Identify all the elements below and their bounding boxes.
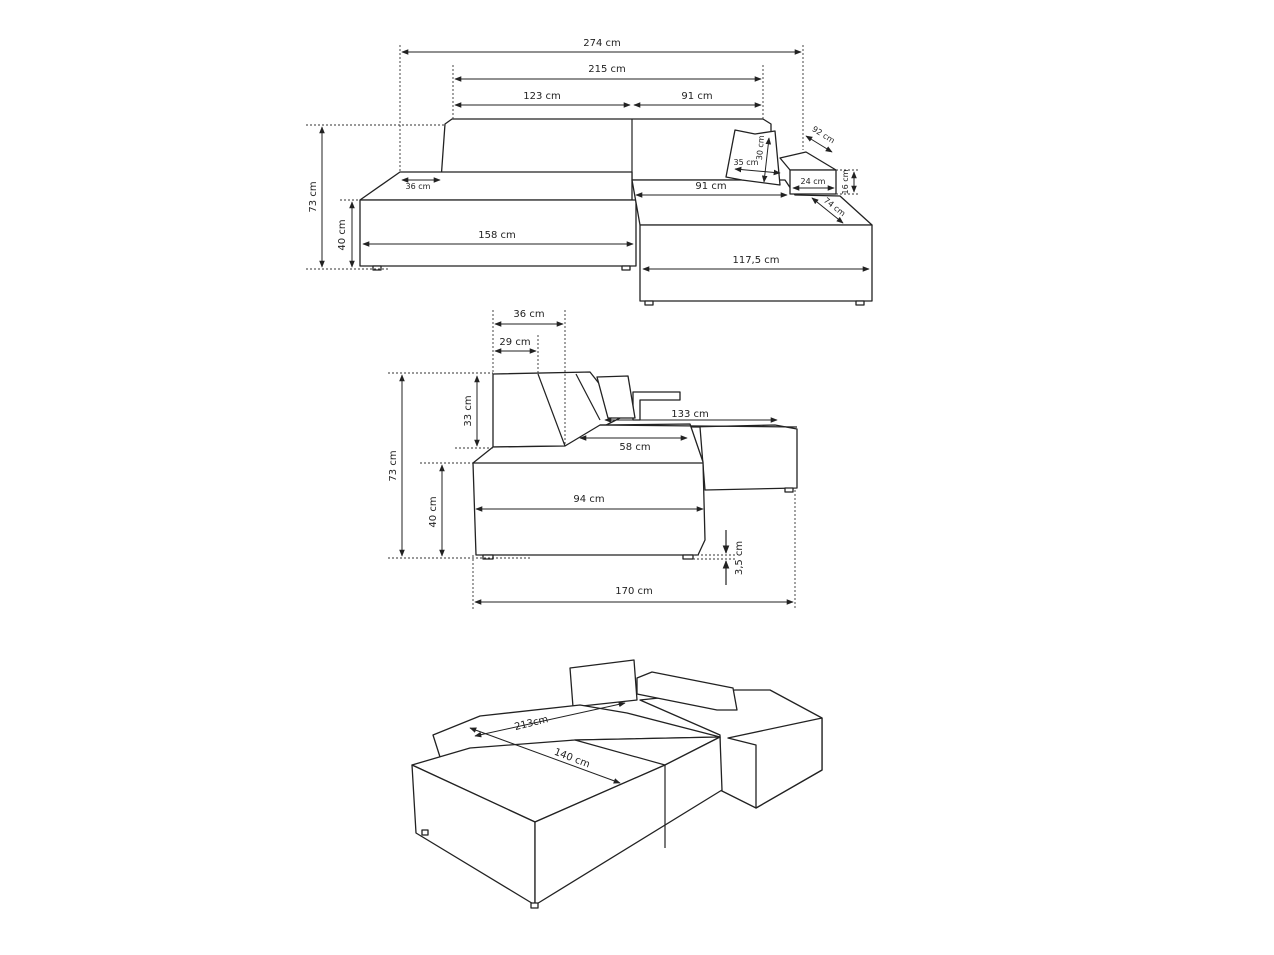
dim-back-left: 123 cm: [523, 91, 561, 102]
dim-seat-width: 158 cm: [478, 230, 516, 241]
dim-seat-depth: 58 cm: [619, 442, 650, 453]
dim-armrest-depth: 36 cm: [406, 182, 431, 191]
dim-back-depth: 36 cm: [513, 309, 544, 320]
left-seat-top: [359, 171, 633, 201]
dim-pillow-width: 35 cm: [734, 158, 759, 167]
bed-view: 213cm 140 cm: [411, 659, 823, 909]
dim-chaise-inner: 91 cm: [695, 181, 726, 192]
armrest-block-top: [779, 151, 837, 171]
dim-seat-height: 40 cm: [337, 219, 348, 250]
chaise-side: [689, 424, 798, 491]
dim-total-width: 274 cm: [583, 38, 621, 49]
front-view: 274 cm 215 cm 123 cm 91 cm 36 cm 73 cm 4…: [306, 38, 873, 306]
dim-side-total-height: 73 cm: [388, 450, 399, 481]
dim-back-right: 91 cm: [681, 91, 712, 102]
dim-armrest-length: 92 cm: [810, 124, 836, 145]
back-cushion: [440, 118, 772, 181]
dim-pillow-height: 30 cm: [755, 135, 766, 161]
dim-back-top: 29 cm: [499, 337, 530, 348]
chaise-front: [639, 224, 873, 302]
dim-total-height: 73 cm: [308, 181, 319, 212]
dim-chaise-length: 133 cm: [671, 409, 709, 420]
bed-front-right: [534, 736, 723, 906]
dim-leg-height: 3,5 cm: [734, 541, 745, 575]
dim-chaise-width: 117,5 cm: [732, 255, 779, 266]
dim-back-height: 33 cm: [463, 395, 474, 426]
dim-side-seat-height: 40 cm: [428, 496, 439, 527]
side-view: 36 cm 29 cm 33 cm 73 cm 40 cm 58 cm 133 …: [388, 309, 798, 610]
seat-side: [472, 423, 706, 556]
dim-armrest-height: 16 cm: [841, 169, 850, 194]
dim-base-depth: 94 cm: [573, 494, 604, 505]
dim-armrest-width: 24 cm: [801, 177, 826, 186]
dim-back-width: 215 cm: [588, 64, 626, 75]
left-seat-front: [359, 199, 637, 267]
dim-total-depth: 170 cm: [615, 586, 653, 597]
headrest-3d: [569, 659, 638, 708]
